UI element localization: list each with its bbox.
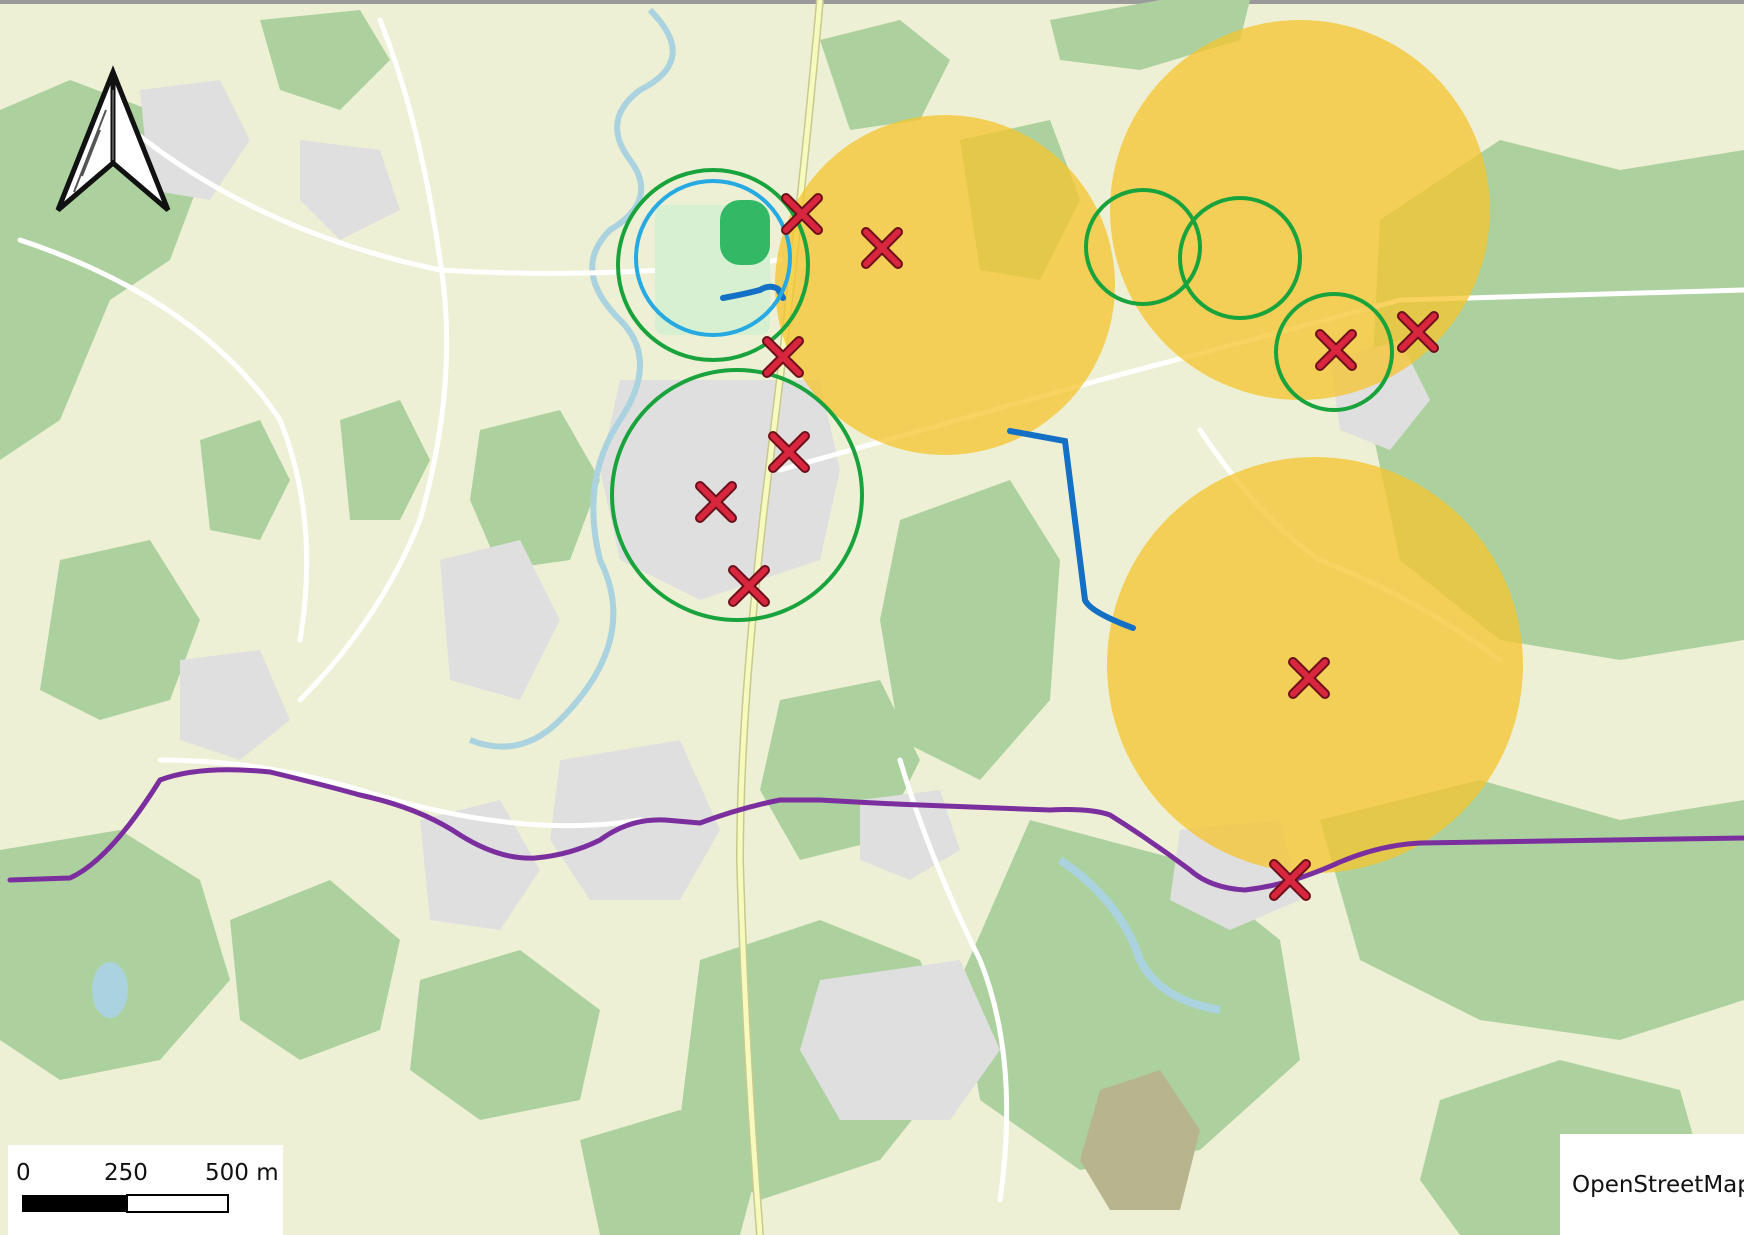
open-area	[1080, 1070, 1200, 1210]
stream	[1057, 856, 1221, 1014]
scale-segment-dark	[22, 1195, 127, 1212]
scale-bar-background	[8, 1145, 283, 1235]
x-marker-icon[interactable]	[762, 336, 804, 378]
x-marker-icon[interactable]	[781, 193, 823, 235]
residential-areas	[140, 80, 1430, 1120]
river	[468, 7, 676, 750]
scale-bar: 0 250 500 m	[8, 1145, 283, 1235]
service-circle-school	[616, 168, 810, 362]
attribution-background	[1560, 1134, 1744, 1235]
x-marker-icon[interactable]	[1288, 657, 1330, 699]
route-purple	[7, 767, 1744, 893]
x-marker-icon[interactable]	[861, 227, 903, 269]
attribution-text: OpenStreetMap	[1572, 1172, 1744, 1198]
north-arrow-icon	[55, 65, 171, 212]
coverage-area-1	[775, 115, 1115, 455]
pond	[92, 962, 128, 1018]
route-blue-short	[720, 283, 786, 301]
route-blue	[1007, 428, 1136, 631]
service-circle-east-2	[1178, 196, 1302, 320]
scale-label-250: 250	[104, 1160, 148, 1186]
scale-label-0: 0	[16, 1160, 31, 1186]
scale-label-500: 500 m	[205, 1160, 279, 1186]
top-border	[0, 0, 1744, 4]
service-circle-east-1	[1084, 188, 1202, 306]
service-circle-east-3	[1274, 292, 1394, 412]
service-circles	[610, 168, 1394, 622]
x-marker-icon[interactable]	[728, 565, 770, 607]
sports-field	[720, 200, 770, 265]
service-circle-center	[610, 368, 864, 622]
x-marker-icon[interactable]	[1315, 329, 1357, 371]
x-marker-icon[interactable]	[1397, 311, 1439, 353]
school-catchment-circle	[634, 179, 792, 337]
x-marker-icon[interactable]	[768, 431, 810, 473]
markers-layer	[695, 193, 1439, 901]
scale-segment-light	[126, 1194, 229, 1213]
x-marker-icon[interactable]	[695, 481, 737, 523]
attribution: OpenStreetMap	[1560, 1134, 1744, 1235]
x-marker-icon[interactable]	[1269, 859, 1311, 901]
